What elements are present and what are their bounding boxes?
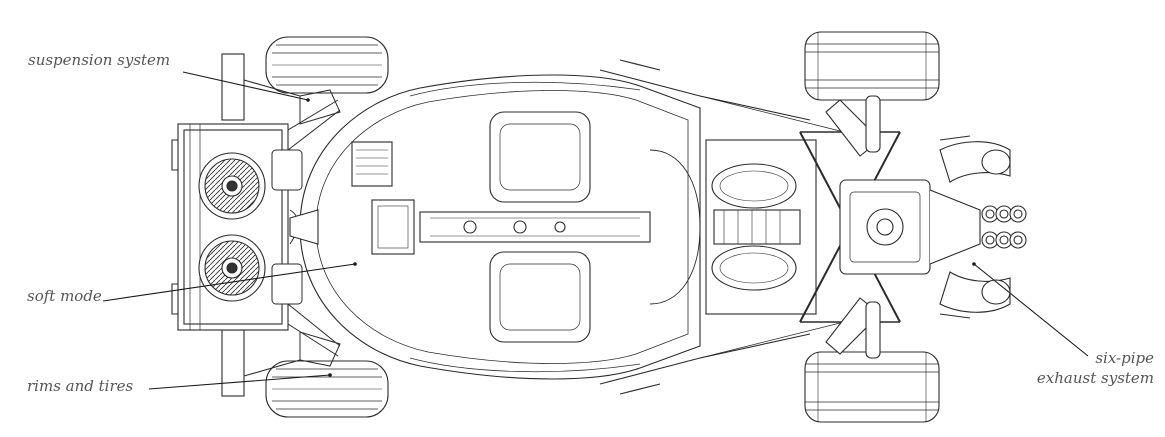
suspension-leader-dot <box>306 98 310 102</box>
exhaust-label-line1: six-pipe <box>1095 349 1154 367</box>
suspension-system-label: suspension system <box>28 51 171 69</box>
suspension-leader-line <box>182 71 309 101</box>
front-right-tire <box>265 360 389 418</box>
rear-right-tire <box>804 351 940 423</box>
front-frame <box>171 53 301 397</box>
soft-mode-leader-dot <box>353 262 357 266</box>
front-suspension <box>271 89 341 367</box>
front-left-tire <box>265 36 389 94</box>
rims-leader-line <box>148 374 331 390</box>
rear-left-tire <box>804 31 940 101</box>
side-frame-rails <box>599 59 861 395</box>
exhaust-system-label: six-pipe exhaust system <box>1018 348 1154 388</box>
rear-suspension <box>825 95 881 359</box>
soft-mode-label: soft mode <box>27 287 102 305</box>
exhaust-system <box>929 135 1027 319</box>
soft-mode-leader-line <box>102 263 356 302</box>
upper-cooling-fan <box>198 152 266 220</box>
rims-leader-dot <box>328 373 332 377</box>
lower-cooling-fan <box>198 234 266 302</box>
exhaust-leader-dot <box>972 262 976 266</box>
exhaust-label-line2: exhaust system <box>1036 369 1154 387</box>
engine-bay <box>705 131 931 323</box>
exhaust-leader-line <box>973 263 1089 357</box>
monocoque-tub <box>289 74 701 380</box>
rims-and-tires-label: rims and tires <box>27 377 134 395</box>
